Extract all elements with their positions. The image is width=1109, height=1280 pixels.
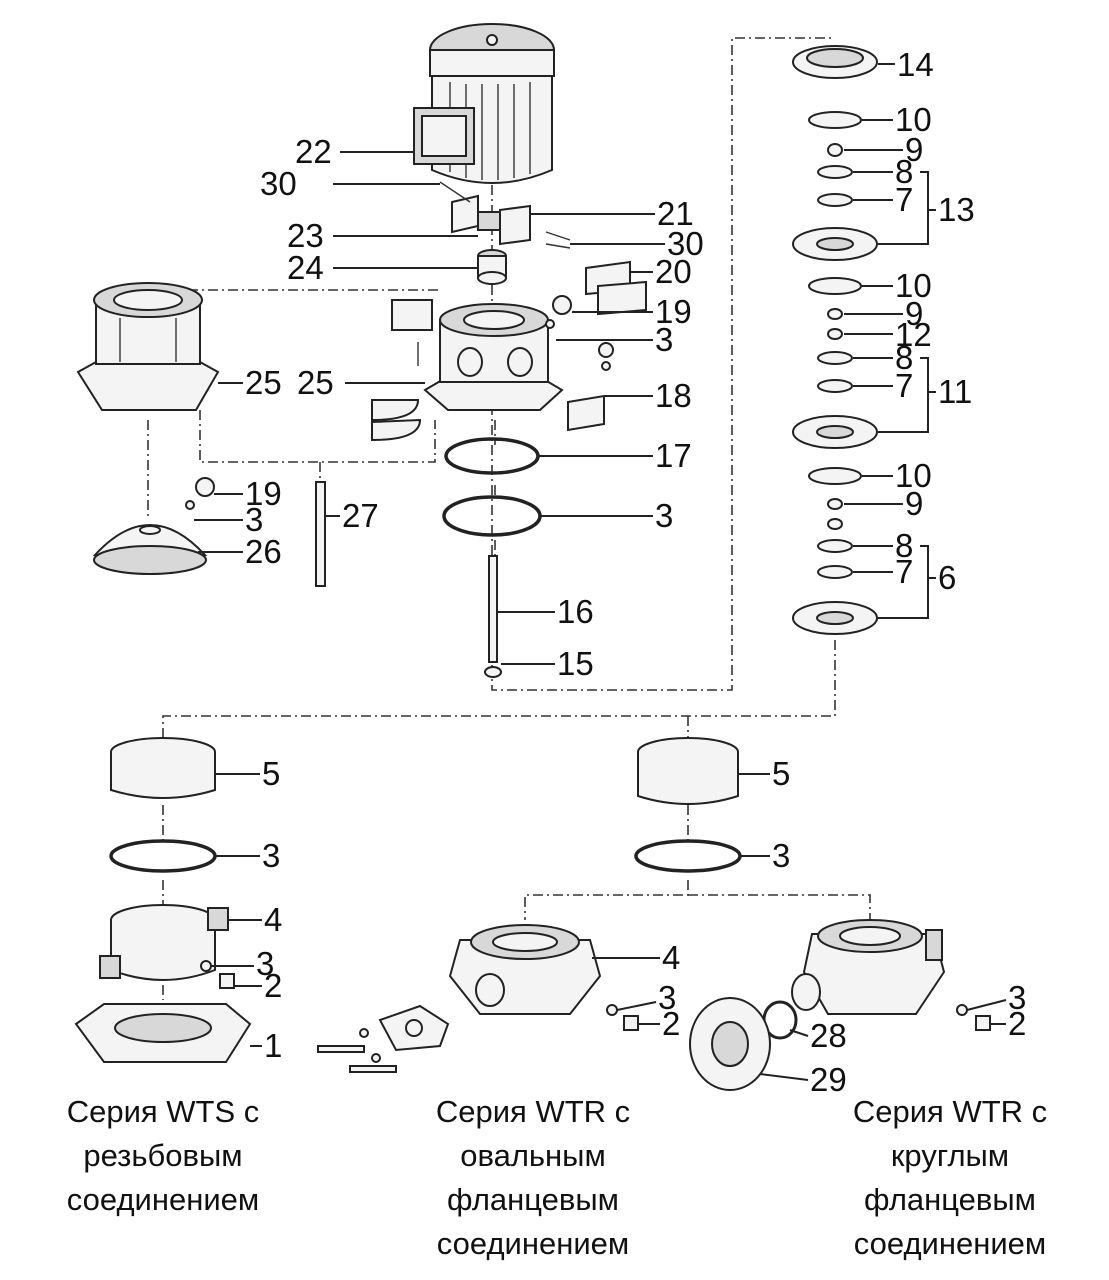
label-26: 26 xyxy=(245,533,282,570)
label-8-top: 8 xyxy=(895,153,913,190)
label-15: 15 xyxy=(557,645,594,682)
caption-wtr-oval: Серия WTR с овальным фланцевым соединени… xyxy=(436,1094,630,1261)
air-vent-plug-part-19 xyxy=(185,295,572,510)
shaft-part-16 xyxy=(484,555,502,678)
label-3-left: 3 xyxy=(245,501,263,538)
assembly-lines xyxy=(147,37,871,1000)
tie-bolt-part-27 xyxy=(315,481,326,587)
label-3-sleeve-right: 3 xyxy=(772,837,790,874)
caption-wts-line-1: Серия WTS с xyxy=(67,1094,260,1129)
caption-wtr-oval-line-2: овальным xyxy=(460,1138,606,1173)
guards-part-18-20 xyxy=(371,260,647,442)
caption-wtr-round-line-1: Серия WTR с xyxy=(853,1094,1047,1129)
label-3-sleeve-left: 3 xyxy=(262,837,280,874)
label-21: 21 xyxy=(657,195,694,232)
label-13: 13 xyxy=(938,191,975,228)
label-22: 22 xyxy=(295,133,332,170)
label-12: 12 xyxy=(895,316,932,353)
label-23: 23 xyxy=(287,217,324,254)
cover-part-26 xyxy=(92,524,208,575)
label-17: 17 xyxy=(655,437,692,474)
label-7-low: 7 xyxy=(895,553,913,590)
wtr-round-base-part-4 xyxy=(689,919,991,1091)
label-8-mid: 8 xyxy=(895,339,913,376)
label-20: 20 xyxy=(655,253,692,290)
label-2-oval: 2 xyxy=(662,1005,680,1042)
label-11: 11 xyxy=(938,373,972,410)
label-16: 16 xyxy=(557,593,594,630)
caption-wts: Серия WTS с резьбовым соединением xyxy=(67,1094,260,1217)
label-2-wts: 2 xyxy=(264,967,282,1004)
label-24: 24 xyxy=(287,249,324,286)
caption-wtr-round-line-2: круглым xyxy=(891,1138,1009,1173)
motor-stand-center-part-25 xyxy=(417,303,564,411)
label-29: 29 xyxy=(810,1061,847,1098)
label-3-top: 3 xyxy=(655,321,673,358)
caption-wtr-oval-line-4: соединением xyxy=(437,1226,629,1261)
sleeves-part-5 xyxy=(109,737,742,873)
label-10-top: 10 xyxy=(895,101,932,138)
label-19-left: 19 xyxy=(245,475,282,512)
caption-wtr-round-line-3: фланцевым xyxy=(864,1182,1036,1217)
label-9-top: 9 xyxy=(905,131,923,168)
label-7-mid: 7 xyxy=(895,367,913,404)
caption-wts-line-2: резьбовым xyxy=(83,1138,242,1173)
label-1: 1 xyxy=(264,1027,282,1064)
coupling-part-21 xyxy=(439,181,571,249)
label-18: 18 xyxy=(655,377,692,414)
label-3-ring: 3 xyxy=(655,497,673,534)
caption-wtr-oval-line-3: фланцевым xyxy=(447,1182,619,1217)
label-27: 27 xyxy=(342,497,379,534)
caption-wts-line-3: соединением xyxy=(67,1182,259,1217)
label-30-right: 30 xyxy=(667,225,704,262)
label-25-center: 25 xyxy=(297,364,334,401)
label-10-low: 10 xyxy=(895,457,932,494)
leader-lines xyxy=(194,63,1007,1081)
label-3-round: 3 xyxy=(1008,979,1026,1016)
label-25-left: 25 xyxy=(245,364,282,401)
label-10-mid: 10 xyxy=(895,267,932,304)
label-19-top: 19 xyxy=(655,293,692,330)
label-9-low: 9 xyxy=(905,485,923,522)
label-5-left: 5 xyxy=(262,755,280,792)
label-3-wts: 3 xyxy=(256,945,274,982)
mechanical-seal-part-24 xyxy=(477,249,507,285)
label-9-mid: 9 xyxy=(905,295,923,332)
label-7-top: 7 xyxy=(895,181,913,218)
label-6: 6 xyxy=(938,559,956,596)
label-8-low: 8 xyxy=(895,527,913,564)
label-4-oval: 4 xyxy=(662,939,680,976)
motor-part-22 xyxy=(413,23,555,184)
label-30-left: 30 xyxy=(260,165,297,202)
label-14: 14 xyxy=(897,46,934,83)
part-number-labels: 14 10 9 8 7 13 10 9 12 8 7 11 10 9 8 7 6… xyxy=(245,46,1026,1098)
label-4-left: 4 xyxy=(264,901,282,938)
caption-wtr-round-line-4: соединением xyxy=(854,1226,1046,1261)
label-5-right: 5 xyxy=(772,755,790,792)
caption-wtr-oval-line-1: Серия WTR с xyxy=(436,1094,630,1129)
label-2-round: 2 xyxy=(1008,1005,1026,1042)
wts-base-part-4 xyxy=(74,904,252,1063)
stage-stack-parts-6-14 xyxy=(792,45,878,635)
label-28: 28 xyxy=(810,1017,847,1054)
label-3-oval: 3 xyxy=(658,979,676,1016)
motor-stand-left-part-25 xyxy=(76,282,220,411)
wtr-oval-base-part-4 xyxy=(317,924,639,1073)
caption-wtr-round: Серия WTR с круглым фланцевым соединение… xyxy=(853,1094,1047,1261)
